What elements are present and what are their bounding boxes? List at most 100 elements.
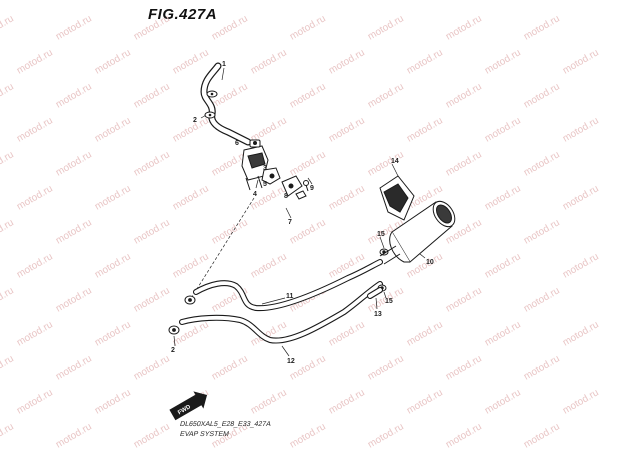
watermark-text: motod.ru (54, 353, 94, 382)
watermark-text: motod.ru (483, 251, 523, 280)
canister-cover (379, 175, 415, 221)
watermark-text: motod.ru (288, 421, 328, 450)
watermark-text: motod.ru (405, 387, 445, 416)
watermark-text: motod.ru (15, 319, 55, 348)
watermark-text: motod.ru (288, 81, 328, 110)
watermark-text: motod.ru (522, 81, 562, 110)
watermark-text: motod.ru (0, 285, 16, 314)
watermark-text: motod.ru (561, 319, 601, 348)
callout-2b: 2 (171, 347, 175, 354)
watermark-text: motod.ru (327, 319, 367, 348)
callout-3: 3 (263, 165, 267, 172)
watermark-text: motod.ru (483, 387, 523, 416)
watermark-text: motod.ru (327, 47, 367, 76)
watermark-text: motod.ru (15, 251, 55, 280)
watermark-text: motod.ru (366, 149, 406, 178)
watermark-text: motod.ru (93, 251, 133, 280)
watermark-text: motod.ru (366, 13, 406, 42)
watermark-text: motod.ru (93, 387, 133, 416)
watermark-text: motod.ru (171, 47, 211, 76)
callout-7: 7 (288, 219, 292, 226)
watermark-text: motod.ru (444, 353, 484, 382)
purge-valve (241, 139, 281, 191)
callout-1: 1 (222, 61, 226, 68)
section-name: EVAP SYSTEM (179, 431, 230, 438)
watermark-text: motod.ru (54, 81, 94, 110)
watermark-text: motod.ru (132, 13, 172, 42)
watermark-text: motod.ru (522, 353, 562, 382)
watermark-text: motod.ru (171, 183, 211, 212)
watermark-text: motod.ru (444, 81, 484, 110)
watermark-text: motod.ru (132, 353, 172, 382)
watermark-text: motod.ru (0, 421, 16, 450)
callout-9: 9 (310, 185, 314, 192)
watermark-text: motod.ru (483, 47, 523, 76)
watermark-text: motod.ru (54, 421, 94, 450)
watermark-text: motod.ru (171, 319, 211, 348)
watermark-text: motod.ru (483, 183, 523, 212)
watermark-text: motod.ru (366, 353, 406, 382)
watermark-text: motod.ru (288, 149, 328, 178)
callout-2a: 2 (193, 117, 197, 124)
clamp-upper-2 (204, 111, 216, 119)
watermark-text: motod.ru (288, 217, 328, 246)
watermark-text: motod.ru (93, 183, 133, 212)
watermark-text: motod.ru (366, 81, 406, 110)
watermark-text: motod.ru (0, 81, 16, 110)
watermark-text: motod.ru (405, 115, 445, 144)
watermark-text: motod.ru (132, 285, 172, 314)
watermark-text: motod.ru (444, 13, 484, 42)
watermark-text: motod.ru (93, 47, 133, 76)
watermark-text: motod.ru (249, 319, 289, 348)
callout-15a: 15 (377, 231, 385, 238)
watermark-text: motod.ru (249, 47, 289, 76)
watermark-text: motod.ru (132, 81, 172, 110)
callout-10: 10 (426, 259, 434, 266)
watermark-text: motod.ru (93, 115, 133, 144)
watermark-text: motod.ru (210, 353, 250, 382)
hose-1 (200, 62, 252, 146)
watermark-text: motod.ru (54, 13, 94, 42)
watermark-text: motod.ru (15, 115, 55, 144)
watermark-text: motod.ru (0, 353, 16, 382)
model-code: DL650XAL5_E28_E33_427A (179, 421, 272, 428)
callout-15b: 15 (385, 298, 393, 305)
clamp-15-upper (379, 248, 389, 256)
watermark-text: motod.ru (444, 285, 484, 314)
watermark-text: motod.ru (0, 13, 16, 42)
watermark-text: motod.ru (561, 387, 601, 416)
watermark-text: motod.ru (483, 115, 523, 144)
watermark-text: motod.ru (405, 47, 445, 76)
watermark-text: motod.ru (327, 183, 367, 212)
watermark-text: motod.ru (327, 115, 367, 144)
watermark-text: motod.ru (522, 421, 562, 450)
bracket (281, 175, 309, 200)
watermark-text: motod.ru (522, 285, 562, 314)
watermark-layer: motod.ru motod.ru motod.ru motod.ru motod.ru… (0, 13, 601, 450)
hose-12 (179, 281, 383, 344)
watermark-text: motod.ru (0, 149, 16, 178)
watermark-text: motod.ru (366, 421, 406, 450)
watermark-text: motod.ru (561, 47, 601, 76)
watermark-text: motod.ru (54, 217, 94, 246)
watermark-text: motod.ru (0, 217, 16, 246)
callout-13: 13 (374, 311, 382, 318)
watermark-text: motod.ru (132, 149, 172, 178)
watermark-text: motod.ru (522, 149, 562, 178)
callout-11: 11 (286, 293, 294, 300)
watermark-text: motod.ru (249, 387, 289, 416)
watermark-text: motod.ru (210, 13, 250, 42)
watermark-text: motod.ru (132, 421, 172, 450)
watermark-text: motod.ru (405, 319, 445, 348)
callout-8: 8 (284, 193, 288, 200)
watermark-text: motod.ru (561, 251, 601, 280)
watermark-text: motod.ru (15, 387, 55, 416)
watermark-text: motod.ru (444, 149, 484, 178)
watermark-text: motod.ru (444, 421, 484, 450)
clamp-lower-1 (184, 295, 196, 305)
evap-canister (379, 200, 456, 265)
watermark-text: motod.ru (132, 217, 172, 246)
hose-11 (193, 259, 383, 312)
watermark-text: motod.ru (210, 217, 250, 246)
